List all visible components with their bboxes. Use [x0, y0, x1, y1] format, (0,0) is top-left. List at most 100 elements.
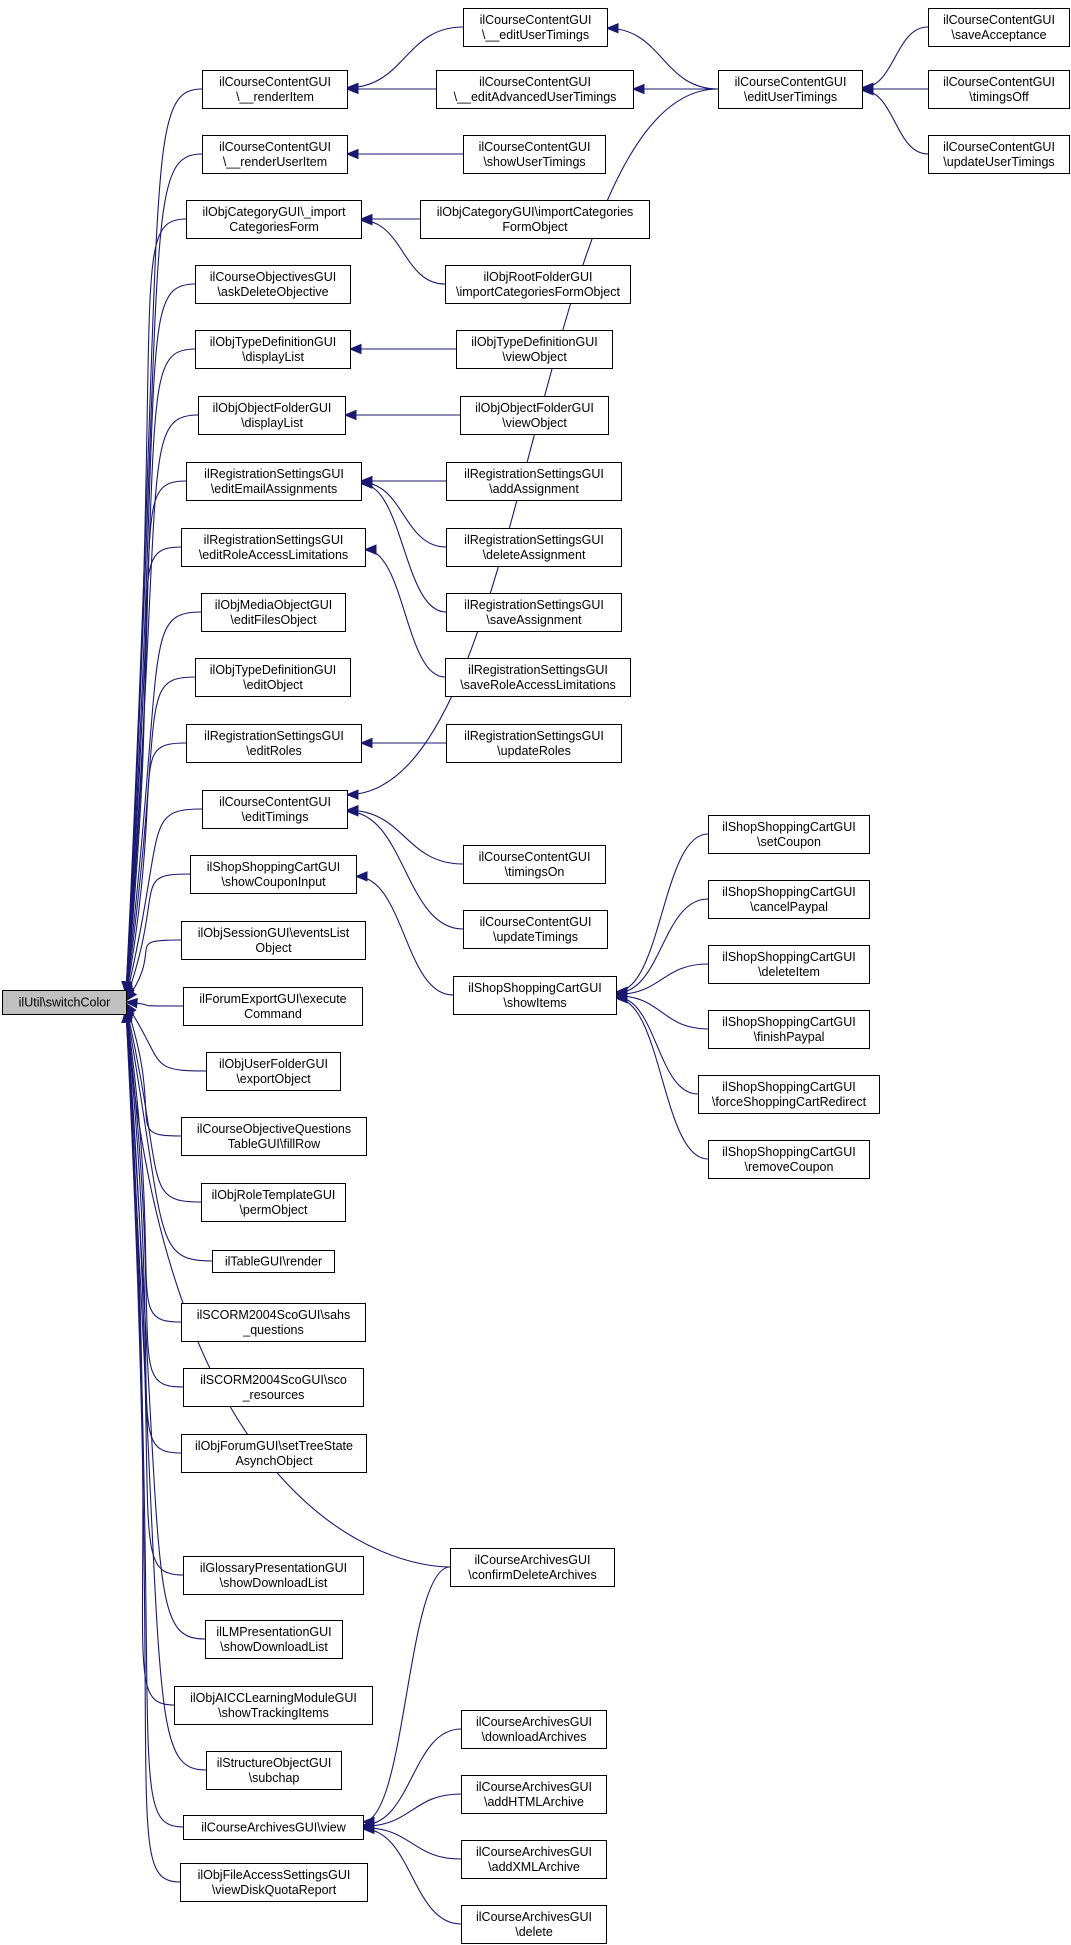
- node-n_removeCoupon[interactable]: ilShopShoppingCartGUI\removeCoupon: [708, 1140, 870, 1179]
- node-n_archView[interactable]: ilCourseArchivesGUI\view: [183, 1815, 364, 1840]
- node-label: Command: [244, 1007, 302, 1021]
- node-label: \editTimings: [242, 810, 309, 824]
- node-label: ilShopShoppingCartGUI: [207, 860, 340, 874]
- node-label: \showDownloadList: [220, 1576, 328, 1590]
- node-n_askDelObj[interactable]: ilCourseObjectivesGUI\askDeleteObjective: [195, 265, 351, 304]
- node-n_importCatForm[interactable]: ilObjCategoryGUI\_importCategoriesForm: [186, 200, 362, 239]
- node-n_editRoles[interactable]: ilRegistrationSettingsGUI\editRoles: [186, 724, 362, 763]
- node-n_rootImport[interactable]: ilObjRootFolderGUI\importCategoriesFormO…: [445, 265, 631, 304]
- node-label: ilGlossaryPresentationGUI: [200, 1561, 347, 1575]
- node-n_scoRes[interactable]: ilSCORM2004ScoGUI\sco_resources: [183, 1368, 364, 1407]
- node-n_addHtml[interactable]: ilCourseArchivesGUI\addHTMLArchive: [461, 1775, 607, 1814]
- node-label: ilCourseObjectivesGUI: [210, 270, 336, 284]
- node-label: \showUserTimings: [483, 155, 585, 169]
- node-box: [461, 1775, 607, 1814]
- node-n_editUserTimings[interactable]: ilCourseContentGUI\editUserTimings: [718, 70, 863, 109]
- node-box: [708, 815, 870, 854]
- node-n_updateUserTimings[interactable]: ilCourseContentGUI\updateUserTimings: [928, 135, 1070, 174]
- node-n_saveAssign[interactable]: ilRegistrationSettingsGUI\saveAssignment: [446, 593, 622, 632]
- node-label: ilCourseContentGUI: [943, 140, 1055, 154]
- node-label: ilRegistrationSettingsGUI: [464, 533, 604, 547]
- node-root[interactable]: ilUtil\switchColor: [2, 990, 127, 1015]
- node-label: ilCourseContentGUI: [943, 75, 1055, 89]
- node-n_editRoleAccess[interactable]: ilRegistrationSettingsGUI\editRoleAccess…: [181, 528, 366, 567]
- node-box: [183, 1815, 364, 1840]
- node-n_showCoupon[interactable]: ilShopShoppingCartGUI\showCouponInput: [190, 855, 357, 894]
- node-label: ilCourseArchivesGUI: [476, 1845, 592, 1859]
- node-box: [183, 987, 363, 1026]
- node-n_showUserTimings[interactable]: ilCourseContentGUI\showUserTimings: [463, 135, 606, 174]
- node-label: \editRoleAccessLimitations: [199, 548, 348, 562]
- node-box: [181, 1117, 367, 1156]
- node-label: \viewDiskQuotaReport: [212, 1883, 337, 1897]
- node-label: ilCourseArchivesGUI: [476, 1910, 592, 1924]
- node-n_typeDefView[interactable]: ilObjTypeDefinitionGUI\viewObject: [456, 330, 613, 369]
- node-n_mediaEditFiles[interactable]: ilObjMediaObjectGUI\editFilesObject: [201, 593, 346, 632]
- node-label: ilCourseContentGUI: [735, 75, 847, 89]
- edge-n_showItems-to-n_showCoupon: [355, 875, 454, 996]
- node-n_typeDefDisplay[interactable]: ilObjTypeDefinitionGUI\displayList: [195, 330, 351, 369]
- node-box: [198, 396, 346, 435]
- node-n_renderItem[interactable]: ilCourseContentGUI\__renderItem: [202, 70, 348, 109]
- node-n_updateTimings[interactable]: ilCourseContentGUI\updateTimings: [463, 910, 608, 949]
- node-label: \displayList: [242, 350, 304, 364]
- node-n_finishPaypal[interactable]: ilShopShoppingCartGUI\finishPaypal: [708, 1010, 870, 1049]
- node-n_roleTplPerm[interactable]: ilObjRoleTemplateGUI\permObject: [201, 1183, 346, 1222]
- node-n_userFolderExport[interactable]: ilObjUserFolderGUI\exportObject: [206, 1052, 341, 1091]
- node-n_aiccTrack[interactable]: ilObjAICCLearningModuleGUI\showTrackingI…: [174, 1686, 373, 1725]
- arrowhead-root: [121, 1009, 132, 1023]
- node-n_showItems[interactable]: ilShopShoppingCartGUI\showItems: [453, 976, 617, 1015]
- node-n_addAssign[interactable]: ilRegistrationSettingsGUI\addAssignment: [446, 462, 622, 501]
- node-n_confirmDelArch[interactable]: ilCourseArchivesGUI\confirmDeleteArchive…: [450, 1548, 615, 1587]
- node-box: [2, 990, 127, 1015]
- node-n_objQuestFill[interactable]: ilCourseObjectiveQuestionsTableGUI\fillR…: [181, 1117, 367, 1156]
- node-label: ilCourseArchivesGUI: [474, 1553, 590, 1567]
- arrowhead-n_renderItem: [345, 83, 359, 95]
- node-label: _questions: [242, 1323, 303, 1337]
- node-box: [195, 330, 351, 369]
- node-n_structSubchap[interactable]: ilStructureObjectGUI\subchap: [206, 1751, 342, 1790]
- arrowhead-n_importCatForm: [359, 215, 373, 226]
- node-n_objFolderView[interactable]: ilObjObjectFolderGUI\viewObject: [460, 396, 609, 435]
- node-n_cancelPaypal[interactable]: ilShopShoppingCartGUI\cancelPaypal: [708, 880, 870, 919]
- edge-n_roleTplPerm-to-root: [125, 1005, 202, 1203]
- node-n_editUserTimingsP[interactable]: ilCourseContentGUI\__editUserTimings: [463, 8, 608, 47]
- node-label: ilCourseContentGUI: [480, 13, 592, 27]
- edge-n_objFolderDisplay-to-root: [125, 414, 199, 994]
- node-n_timingsOff[interactable]: ilCourseContentGUI\timingsOff: [928, 70, 1070, 109]
- node-n_saveRoleAccess[interactable]: ilRegistrationSettingsGUI\saveRoleAccess…: [445, 658, 631, 697]
- node-n_editTimings[interactable]: ilCourseContentGUI\editTimings: [202, 790, 348, 829]
- node-n_deleteItem[interactable]: ilShopShoppingCartGUI\deleteItem: [708, 945, 870, 984]
- node-n_saveAccept[interactable]: ilCourseContentGUI\saveAcceptance: [928, 8, 1070, 47]
- node-n_timingsOn[interactable]: ilCourseContentGUI\timingsOn: [463, 845, 606, 884]
- edge-n_forceRedirect-to-n_showItems: [615, 996, 699, 1095]
- node-n_scoSahs[interactable]: ilSCORM2004ScoGUI\sahs_questions: [181, 1303, 366, 1342]
- node-n_setCoupon[interactable]: ilShopShoppingCartGUI\setCoupon: [708, 815, 870, 854]
- edge-n_userFolderExport-to-root: [125, 1003, 207, 1072]
- node-label: \updateTimings: [493, 930, 578, 944]
- node-label: \updateRoles: [497, 744, 571, 758]
- node-n_renderUserItem[interactable]: ilCourseContentGUI\__renderUserItem: [202, 135, 348, 174]
- node-n_catImportObj[interactable]: ilObjCategoryGUI\importCategoriesFormObj…: [420, 200, 650, 239]
- node-n_dlArch[interactable]: ilCourseArchivesGUI\downloadArchives: [461, 1710, 607, 1749]
- node-label: \exportObject: [236, 1072, 311, 1086]
- edge-n_confirmDelArch-to-root: [125, 1010, 451, 1568]
- node-n_archDelete[interactable]: ilCourseArchivesGUI\delete: [461, 1905, 607, 1944]
- node-n_tableRender[interactable]: ilTableGUI\render: [212, 1250, 335, 1273]
- node-n_forceRedirect[interactable]: ilShopShoppingCartGUI\forceShoppingCartR…: [698, 1075, 880, 1114]
- node-n_addXml[interactable]: ilCourseArchivesGUI\addXMLArchive: [461, 1840, 607, 1879]
- node-n_diskQuota[interactable]: ilObjFileAccessSettingsGUI\viewDiskQuota…: [180, 1863, 368, 1902]
- node-n_typeDefEdit[interactable]: ilObjTypeDefinitionGUI\editObject: [195, 658, 351, 697]
- node-n_glossDl[interactable]: ilGlossaryPresentationGUI\showDownloadLi…: [183, 1556, 364, 1595]
- node-n_editAdvUserTimings[interactable]: ilCourseContentGUI\__editAdvancedUserTim…: [436, 70, 634, 109]
- node-n_delAssign[interactable]: ilRegistrationSettingsGUI\deleteAssignme…: [446, 528, 622, 567]
- node-n_updateRoles[interactable]: ilRegistrationSettingsGUI\updateRoles: [446, 724, 622, 763]
- node-n_lmDl[interactable]: ilLMPresentationGUI\showDownloadList: [205, 1620, 343, 1659]
- node-n_editEmail[interactable]: ilRegistrationSettingsGUI\editEmailAssig…: [186, 462, 362, 501]
- edge-n_eventsList-to-root: [125, 939, 182, 1002]
- node-n_objFolderDisplay[interactable]: ilObjObjectFolderGUI\displayList: [198, 396, 346, 435]
